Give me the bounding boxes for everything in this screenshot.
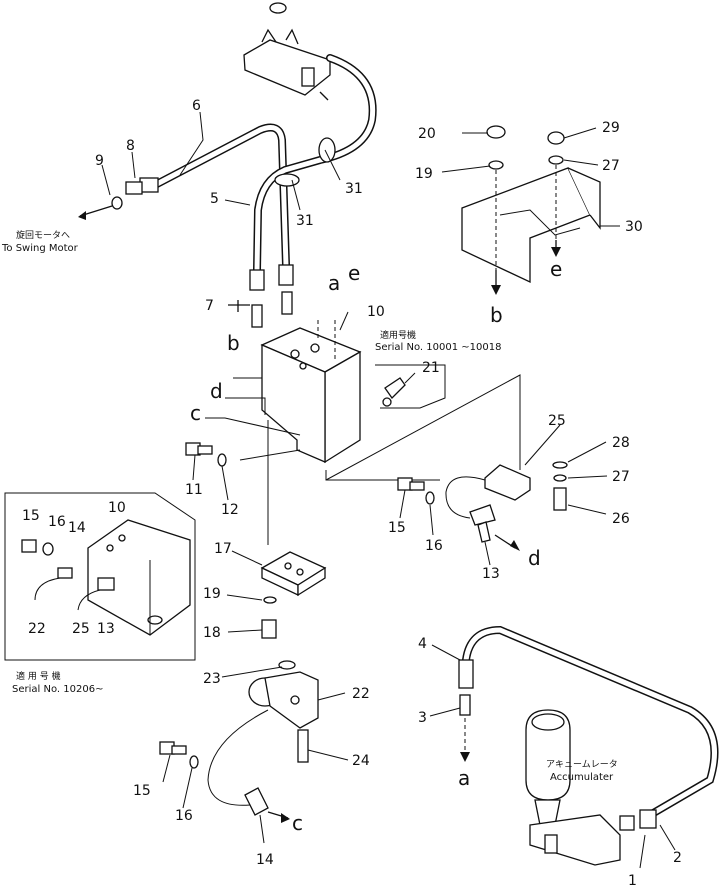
callout-7: 7 [205, 298, 214, 314]
clamp-31b [318, 137, 336, 163]
letter-e-top: e [348, 261, 360, 285]
letter-c-valve: c [292, 811, 303, 835]
letter-b-cover: b [490, 303, 503, 327]
callout-29: 29 [602, 120, 620, 136]
callout-3: 3 [418, 710, 427, 726]
switch-13 [397, 461, 568, 551]
letter-a-accum: a [458, 766, 470, 790]
callout-27b: 27 [612, 469, 630, 485]
hose-5 [253, 54, 377, 274]
callout-25b: 25 [72, 621, 90, 637]
callout-13b: 13 [97, 621, 115, 637]
note-serial1-en: Serial No. 10001 ~10018 [375, 342, 501, 353]
callout-25a: 25 [548, 413, 566, 429]
callout-10b: 10 [108, 500, 126, 516]
letter-d-left: d [210, 379, 223, 403]
note-accum-en: Accumulater [550, 772, 614, 783]
note-serial2-jp: 適 用 号 機 [16, 670, 61, 682]
callout-12: 12 [221, 502, 239, 518]
notes: 旋回モータへ To Swing Motor 適用号機 Serial No. 10… [1, 229, 618, 783]
callout-17: 17 [214, 541, 232, 557]
callout-15a: 15 [388, 520, 406, 536]
callout-22a: 22 [352, 686, 370, 702]
valve-22 [159, 660, 319, 823]
callout-8: 8 [126, 138, 135, 154]
serial-box-1 [375, 364, 446, 409]
cover-30 [461, 125, 601, 295]
callout-numbers: 6 8 9 5 31 31 7 10 21 20 29 19 27 30 25 … [22, 98, 682, 885]
callout-15b: 15 [133, 783, 151, 799]
note-serial2-en: Serial No. 10206~ [12, 684, 103, 695]
callout-18: 18 [203, 625, 221, 641]
letter-d-switch: d [528, 546, 541, 570]
fitting-8-9 [78, 177, 159, 220]
note-accum-jp: アキュームレータ [546, 759, 618, 770]
callout-9: 9 [95, 153, 104, 169]
callout-31a: 31 [296, 213, 314, 229]
letter-a-top: a [328, 271, 340, 295]
hose-6 [151, 123, 290, 269]
callout-5: 5 [210, 191, 219, 207]
callout-14b: 14 [68, 520, 86, 536]
callout-15c: 15 [22, 508, 40, 524]
callout-21: 21 [422, 360, 440, 376]
note-serial1-jp: 適用号機 [380, 329, 416, 341]
callout-4: 4 [418, 636, 427, 652]
callout-31b: 31 [345, 181, 363, 197]
inset-box [4, 492, 196, 661]
callout-2: 2 [673, 850, 682, 866]
clamp-31a [274, 173, 300, 187]
callout-19b: 19 [203, 586, 221, 602]
callout-10: 10 [367, 304, 385, 320]
bolt-11 [185, 442, 227, 467]
note-swing-en: To Swing Motor [1, 243, 79, 254]
fittings-7 [228, 264, 294, 328]
callout-16c: 16 [48, 514, 66, 530]
bracket-10 [260, 327, 362, 464]
callout-16a: 16 [425, 538, 443, 554]
letter-c-left: c [190, 401, 201, 425]
callout-6: 6 [192, 98, 201, 114]
callout-22b: 22 [28, 621, 46, 637]
letter-e-cover: e [550, 257, 562, 281]
callout-19a: 19 [415, 166, 433, 182]
callout-27a: 27 [602, 158, 620, 174]
block-17 [260, 551, 327, 639]
leaders [101, 111, 676, 869]
callout-13a: 13 [482, 566, 500, 582]
note-swing-jp: 旋回モータへ [16, 229, 70, 241]
letter-refs: a e b d c b e d c a [190, 257, 562, 835]
callout-20: 20 [418, 126, 436, 142]
callout-26: 26 [612, 511, 630, 527]
callout-14a: 14 [256, 852, 274, 868]
callout-1: 1 [628, 873, 637, 885]
callout-28: 28 [612, 435, 630, 451]
letter-b-left: b [227, 331, 240, 355]
callout-11: 11 [185, 482, 203, 498]
callout-30: 30 [625, 219, 643, 235]
callout-24: 24 [352, 753, 370, 769]
accumulator-assembly [458, 625, 719, 866]
callout-23: 23 [203, 671, 221, 687]
callout-16b: 16 [175, 808, 193, 824]
top-valve-assembly [243, 2, 331, 101]
